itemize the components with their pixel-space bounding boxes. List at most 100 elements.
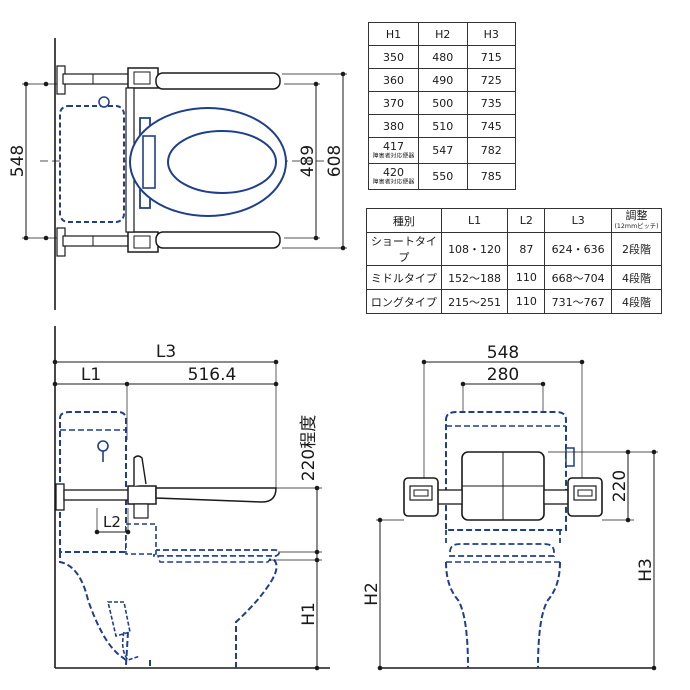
side-h1-label: H1 [299,602,319,626]
cell-l2: 110 [507,289,546,314]
side-l2-dimension: L2 [94,508,131,535]
front-height-dimension: 220 [548,449,634,523]
height-table: H1 H2 H3 350 480 715 360 490 725 370 500… [368,22,516,190]
top-upper-armrest [56,65,281,95]
cell-adjust: 4段階 [610,289,663,314]
cell-h3: 782 [466,137,516,164]
front-left-armrest [403,477,439,517]
length-table-row: ショートタイプ 108・120 87 624・636 2段階 [366,232,663,266]
cell-h2: 500 [418,91,468,115]
cell-h1: 370 [368,91,419,115]
side-height-dimension: 220程度 H1 [270,415,322,671]
top-inner-dimension: 489 [284,81,320,241]
cell-h1: 360 [368,68,419,92]
side-l2-label: L2 [103,513,121,531]
length-table: 種別 L1 L2 L3 調整(12mmピッチ) ショートタイプ 108・120 … [366,208,663,314]
header-h2: H2 [418,22,468,46]
cell-h1-value: 420 [383,166,404,179]
header-l1: L1 [440,208,509,233]
front-h3-label: H3 [636,558,656,582]
front-backrest [461,451,545,521]
cell-l3: 668〜704 [544,265,612,290]
side-l1-dimension: L1 516.4 [52,362,279,488]
top-tank [59,105,125,223]
top-view: 548 [8,38,347,310]
header-adjust-note: (12mmピッチ) [614,221,659,230]
side-height-label: 220程度 [299,415,319,481]
top-outer-dimension: 608 [282,71,347,251]
cell-h1-note: 障害者対応便器 [372,178,415,186]
cell-type: ショートタイプ [366,232,442,266]
side-armrest [55,455,277,519]
top-outer-label: 608 [325,145,345,177]
side-seat [125,523,280,563]
side-l1-label: L1 [81,365,101,385]
height-table-header: H1 H2 H3 [368,22,516,46]
top-width-dimension: 548 [8,81,60,241]
cell-h3: 735 [466,91,516,115]
cell-h1: 380 [368,114,419,138]
top-width-label: 548 [8,145,28,177]
front-width-dimension: 548 [421,343,585,480]
height-table-row: 350 480 715 [368,45,516,69]
cell-h2: 547 [418,137,468,164]
side-bowl [59,552,278,668]
cell-h2: 510 [418,114,468,138]
height-table-row: 380 510 745 [368,114,516,138]
header-l2: L2 [507,208,546,233]
header-adjust-label: 調整 [625,208,648,222]
front-inner-width-dimension: 280 [460,365,546,452]
front-h2-label: H2 [362,582,382,606]
cell-l3: 731〜767 [544,289,612,314]
cell-type: ロングタイプ [366,289,442,314]
header-adjust: 調整(12mmピッチ) [610,208,663,233]
cell-h2: 480 [418,45,468,69]
front-bowl [445,530,561,669]
side-tank [59,411,127,553]
top-inner-label: 489 [298,145,318,177]
front-h3-dimension: H3 [634,449,658,671]
length-table-row: ロングタイプ 215〜251 110 731〜767 4段階 [366,289,663,314]
header-h1: H1 [368,22,419,46]
cell-l2: 110 [507,265,546,290]
cell-h3: 745 [466,114,516,138]
side-arm-length-label: 516.4 [188,365,237,385]
cell-h2: 490 [418,68,468,92]
front-h2-dimension: H2 [362,517,404,671]
front-width-label: 548 [487,343,519,363]
side-l3-label: L3 [156,342,176,362]
header-h3: H3 [466,22,516,46]
cell-h3: 785 [466,163,516,190]
cell-l1: 152〜188 [440,265,509,290]
front-inner-width-label: 280 [487,365,519,385]
cell-adjust: 2段階 [610,232,663,266]
cell-h1: 350 [368,45,419,69]
cell-h2: 550 [418,163,468,190]
top-lower-armrest [56,227,281,257]
cell-type: ミドルタイプ [366,265,442,290]
header-type: 種別 [366,208,442,233]
cell-l1: 108・120 [440,232,509,266]
cell-adjust: 4段階 [610,265,663,290]
height-table-row: 360 490 725 [368,68,516,92]
side-l3-dimension: L3 [52,342,279,365]
cell-l2: 87 [507,232,546,266]
side-view: L3 L1 516.4 [52,326,330,671]
top-seat [129,107,287,217]
header-l3: L3 [544,208,612,233]
cell-l1: 215〜251 [440,289,509,314]
front-height-label: 220 [610,470,630,502]
front-view: 548 280 [362,343,658,671]
cell-h3: 725 [466,68,516,92]
length-table-header: 種別 L1 L2 L3 調整(12mmピッチ) [366,208,663,233]
cell-h1-note: 障害者対応便器 [372,152,415,160]
length-table-row: ミドルタイプ 152〜188 110 668〜704 4段階 [366,265,663,290]
cell-h3: 715 [466,45,516,69]
front-right-armrest [567,477,603,517]
cell-h1-value: 417 [383,140,404,153]
